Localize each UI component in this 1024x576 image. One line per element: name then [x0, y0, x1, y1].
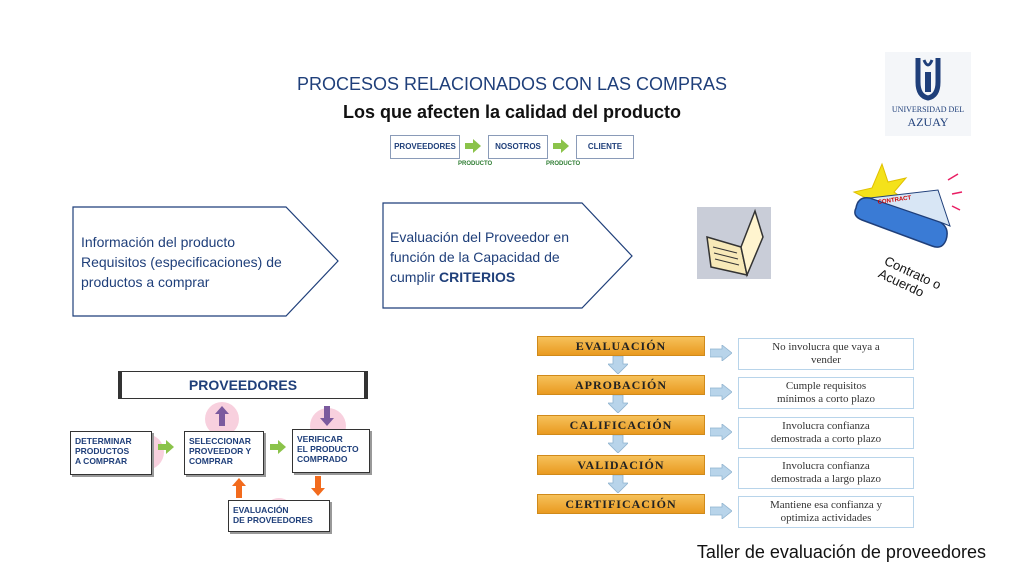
step-evaluacion: EVALUACIÓN DE PROVEEDORES: [228, 500, 330, 532]
step-line: PROVEEDOR Y: [189, 446, 252, 456]
step-line: COMPRADO: [297, 454, 348, 464]
pentagon-right-line: Evaluación del Proveedor en: [390, 229, 570, 245]
document-folder-icon: [697, 207, 771, 279]
down-arrow-icon: [608, 435, 628, 453]
pentagon-shape-right: [382, 202, 633, 309]
stage-evaluacion: EVALUACIÓN: [537, 336, 705, 356]
stage-aprobacion: APROBACIÓN: [537, 375, 705, 395]
pentagon-right-text: Evaluación del Proveedor en función de l…: [390, 227, 610, 287]
logo-line1: UNIVERSIDAD DEL: [891, 105, 965, 114]
flow-box-proveedores: PROVEEDORES: [390, 135, 460, 159]
step-line: DE PROVEEDORES: [233, 515, 313, 525]
desc-line: Involucra confianza: [782, 420, 870, 432]
right-arrow-icon: [710, 464, 732, 480]
stage-calificacion: CALIFICACIÓN: [537, 415, 705, 435]
down-arrow-icon: [608, 395, 628, 413]
pentagon-shape-left: [72, 206, 339, 317]
step-line: DETERMINAR: [75, 436, 132, 446]
right-arrow-icon: [710, 384, 732, 400]
flow-label-producto: PRODUCTO: [546, 161, 581, 167]
pentagon-left-text: Información del producto Requisitos (esp…: [81, 232, 321, 292]
pentagon-right-line: cumplir CRITERIOS: [390, 267, 610, 287]
step-line: SELECCIONAR: [189, 436, 251, 446]
purple-up-arrow-icon: [215, 406, 229, 426]
stage-certificacion: CERTIFICACIÓN: [537, 494, 705, 514]
orange-down-arrow-icon: [311, 476, 325, 496]
down-arrow-icon: [608, 356, 628, 374]
green-arrow-icon: [553, 139, 569, 153]
down-arrow-icon: [608, 475, 628, 493]
step-determinar: DETERMINAR PRODUCTOS A COMPRAR: [70, 431, 152, 475]
desc-line: demostrada a corto plazo: [770, 433, 882, 445]
right-arrow-icon: [710, 424, 732, 440]
step-line: VERIFICAR: [297, 434, 343, 444]
step-verificar: VERIFICAR EL PRODUCTO COMPRADO: [292, 429, 370, 473]
desc-line: demostrada a largo plazo: [770, 473, 882, 485]
stage-validacion: VALIDACIÓN: [537, 455, 705, 475]
purple-down-arrow-icon: [320, 406, 334, 426]
desc-line: No involucra que vaya a: [772, 341, 880, 353]
step-line: EL PRODUCTO: [297, 444, 359, 454]
right-arrow-icon: [710, 503, 732, 519]
desc-line: Mantiene esa confianza y: [769, 499, 883, 511]
university-crest-icon: [915, 58, 941, 101]
step-line: EVALUACIÓN: [233, 505, 289, 515]
criteria-prefix: cumplir: [390, 269, 440, 285]
criteria-bold: CRITERIOS: [439, 269, 516, 285]
green-arrow-icon: [158, 440, 174, 454]
pentagon-left-line: productos a comprar: [81, 274, 210, 290]
contract-label: Contrato o Acuerdo: [876, 253, 943, 305]
contract-scroll-icon: CONTRACT: [852, 162, 963, 248]
slide-footer: Taller de evaluación de proveedores: [696, 542, 986, 562]
flow-label-producto: PRODUCTO: [458, 161, 493, 167]
desc-line: Cumple requisitos: [785, 380, 867, 392]
university-logo: UNIVERSIDAD DEL AZUAY: [885, 52, 971, 136]
desc-line: optimiza actividades: [780, 512, 872, 524]
desc-line: mínimos a corto plazo: [776, 393, 876, 405]
slide-title: PROCESOS RELACIONADOS CON LAS COMPRAS: [296, 74, 728, 94]
pentagon-right-line: función de la Capacidad de: [390, 249, 560, 265]
step-line: PRODUCTOS: [75, 446, 130, 456]
slide-subtitle: Los que afecten la calidad del producto: [342, 102, 682, 122]
step-line: COMPRAR: [189, 456, 233, 466]
right-arrow-icon: [710, 345, 732, 361]
desc-line: vender: [811, 354, 841, 366]
pentagon-left-line: Información del producto: [81, 234, 236, 250]
flow-box-nosotros: NOSOTROS: [488, 135, 548, 159]
desc-line: Involucra confianza: [782, 460, 870, 472]
flow-box-cliente: CLIENTE: [576, 135, 634, 159]
providers-header: PROVEEDORES: [118, 371, 368, 399]
orange-up-arrow-icon: [232, 478, 246, 498]
pentagon-left-line: Requisitos (especificaciones) de: [81, 254, 282, 270]
green-arrow-icon: [465, 139, 481, 153]
step-seleccionar: SELECCIONAR PROVEEDOR Y COMPRAR: [184, 431, 264, 475]
logo-line2: AZUAY: [907, 115, 949, 129]
contract-scroll-text: CONTRACT: [877, 195, 912, 206]
step-line: A COMPRAR: [75, 456, 128, 466]
green-arrow-icon: [270, 440, 286, 454]
